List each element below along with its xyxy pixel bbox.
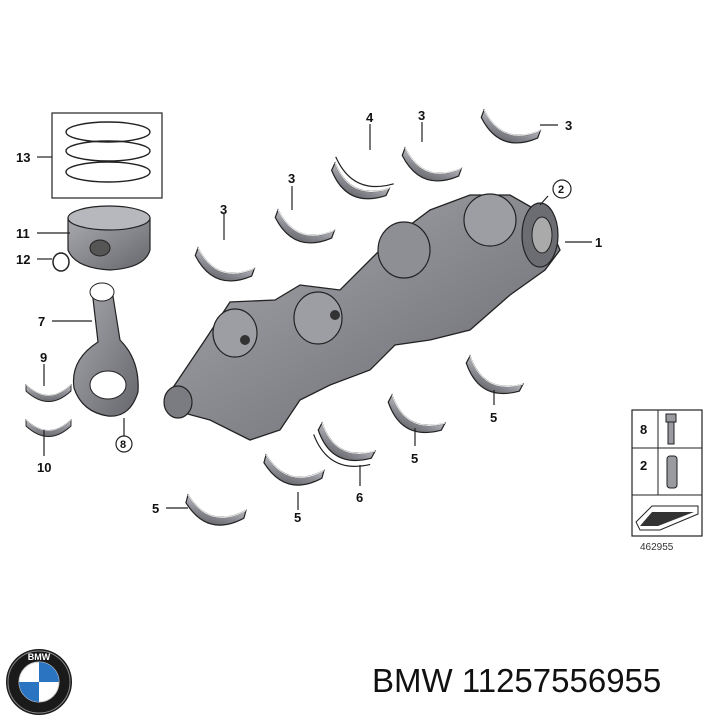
lower-main-bearing-2 bbox=[259, 454, 325, 493]
rod-bearing-lower bbox=[25, 419, 72, 437]
lower-thrust-bearing bbox=[311, 422, 376, 472]
callout-12: 12 bbox=[16, 252, 30, 267]
main-bearing-shell-2 bbox=[269, 209, 335, 252]
main-bearing-shell-4 bbox=[475, 109, 541, 152]
callout-3a: 3 bbox=[220, 202, 227, 217]
lower-main-bearing-1 bbox=[181, 494, 247, 533]
callout-5a: 5 bbox=[152, 501, 159, 516]
main-bearing-shell-1 bbox=[189, 247, 255, 290]
callout-5d: 5 bbox=[490, 410, 497, 425]
legend-item-8: 8 bbox=[640, 422, 647, 437]
drawing-number: 462955 bbox=[640, 542, 674, 553]
part-number-caption: BMW 11257556955 bbox=[372, 662, 662, 699]
callout-circle-2 bbox=[552, 179, 572, 199]
bmw-logo: BMW bbox=[6, 649, 72, 715]
orientation-arrow-icon bbox=[635, 505, 699, 531]
dowel-pin-icon bbox=[666, 455, 678, 489]
callout-13: 13 bbox=[16, 150, 30, 165]
main-bearing-shell-3 bbox=[396, 147, 462, 190]
callout-3b: 3 bbox=[288, 171, 295, 186]
callout-6: 6 bbox=[356, 490, 363, 505]
thrust-bearing-shell bbox=[325, 156, 394, 209]
legend-box bbox=[631, 409, 703, 537]
crankshaft bbox=[163, 193, 561, 441]
rod-bearing-upper bbox=[25, 384, 72, 402]
bolt-icon bbox=[665, 413, 677, 445]
callout-4: 4 bbox=[366, 110, 374, 125]
connecting-rod bbox=[72, 282, 139, 417]
lower-main-bearing-3 bbox=[381, 394, 446, 444]
callout-3c: 3 bbox=[418, 108, 425, 123]
callout-3d: 3 bbox=[565, 118, 572, 133]
callout-5b: 5 bbox=[294, 510, 301, 525]
callout-2: 2 bbox=[558, 184, 564, 196]
lower-main-bearing-4 bbox=[459, 355, 524, 405]
callout-11: 11 bbox=[16, 226, 30, 241]
piston bbox=[67, 205, 151, 271]
callout-10: 10 bbox=[37, 460, 51, 475]
callout-5c: 5 bbox=[411, 451, 418, 466]
callout-8: 8 bbox=[120, 439, 126, 451]
callout-7: 7 bbox=[38, 314, 45, 329]
legend-item-2: 2 bbox=[640, 458, 647, 473]
piston-rings bbox=[51, 112, 163, 199]
callout-9: 9 bbox=[40, 350, 47, 365]
circlip bbox=[52, 252, 70, 272]
leader-lines bbox=[37, 122, 592, 510]
callout-1: 1 bbox=[595, 235, 602, 250]
callout-circle-8 bbox=[115, 435, 133, 453]
bmw-logo-text: BMW bbox=[28, 652, 51, 662]
